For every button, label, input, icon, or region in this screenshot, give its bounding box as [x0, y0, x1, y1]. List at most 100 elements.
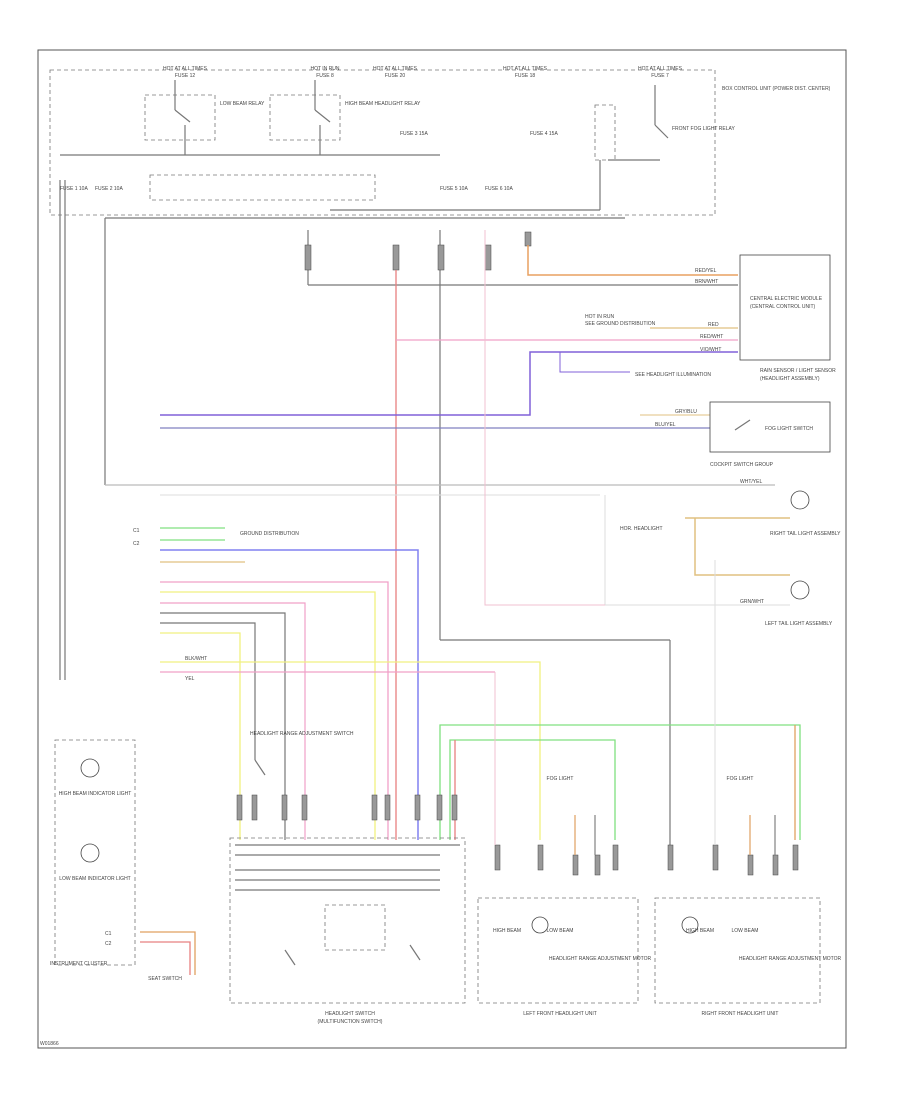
central-module-sub: (CENTRAL CONTROL UNIT) — [750, 304, 816, 310]
headlight-range-switch: HEADLIGHT RANGE ADJUSTMENT SWITCH — [250, 731, 354, 776]
fuse-1: FUSE 1 10A — [60, 186, 88, 192]
left-leveling: HEADLIGHT RANGE ADJUSTMENT MOTOR — [549, 956, 652, 962]
connector-b-label: C2 — [133, 541, 140, 547]
fuse-label-4: HOT AT ALL TIMES — [503, 66, 548, 72]
seat-conn-a: C1 — [105, 931, 112, 937]
fuse-box-label: BOX CONTROL UNIT (POWER DIST. CENTER) — [722, 86, 831, 92]
wire-gray-tail-l — [604, 495, 790, 606]
fuse-label-3: HOT AT ALL TIMES — [373, 66, 418, 72]
rain-sensor: RAIN SENSOR / LIGHT SENSOR (HEADLIGHT AS… — [635, 368, 836, 382]
wire-pink-2 — [160, 602, 306, 840]
central-module-label: CENTRAL ELECTRIC MODULE — [750, 296, 823, 302]
see-ground-label: SEE GROUND DISTRIBUTION — [585, 321, 656, 327]
instrument-cluster: HIGH BEAM INDICATOR LIGHT LOW BEAM INDIC… — [50, 739, 136, 967]
fuse-box-connectors — [304, 231, 532, 271]
low-beam-ind-label: LOW BEAM INDICATOR LIGHT — [59, 876, 131, 882]
fuse-labels: FUSE 1 10A FUSE 2 10A FUSE 3 15A FUSE 4 … — [60, 131, 558, 192]
right-headlight-label: RIGHT FRONT HEADLIGHT UNIT — [702, 1011, 779, 1017]
hot-in-run-label: HOT IN RUN — [585, 314, 614, 320]
fog-light-switch: FOG LIGHT SWITCH COCKPIT SWITCH GROUP — [709, 401, 831, 468]
wire-label-wht-yel: WHT/YEL — [740, 479, 762, 485]
fuse-id-2: FUSE 8 — [316, 73, 334, 79]
fog-switch-label: FOG LIGHT SWITCH — [765, 426, 813, 432]
left-headlight-label: LEFT FRONT HEADLIGHT UNIT — [523, 1011, 597, 1017]
wire-label-red-wht: RED/WHT — [700, 334, 723, 340]
headlight-switch: HEADLIGHT SWITCH (MULTIFUNCTION SWITCH) — [229, 837, 466, 1025]
relay-1-label: LOW BEAM RELAY — [220, 101, 265, 107]
cockpit-label: COCKPIT SWITCH GROUP — [710, 462, 774, 468]
right-low-beam: LOW BEAM — [732, 928, 759, 934]
hor-headlight-label: HOR. HEADLIGHT — [620, 526, 663, 532]
wire-yellow-2 — [160, 632, 241, 840]
left-fog: FOG LIGHT — [547, 776, 574, 782]
high-beam-relay: HIGH BEAM HEADLIGHT RELAY — [269, 80, 421, 155]
fuse-label-2: HOT IN RUN — [310, 66, 339, 72]
see-headlight-label: SEE HEADLIGHT ILLUMINATION — [635, 372, 711, 378]
wire-blue — [160, 549, 419, 840]
fuse-3: FUSE 3 15A — [400, 131, 428, 137]
fuse-label-1: HOT AT ALL TIMES — [163, 66, 208, 72]
wire-gray-down-2 — [160, 622, 256, 760]
relay-3-label: FRONT FOG LIGHT RELAY — [672, 126, 735, 132]
fuse-label-5: HOT AT ALL TIMES — [638, 66, 683, 72]
ground-dist-label: GROUND DISTRIBUTION — [240, 531, 299, 537]
left-high-beam: HIGH BEAM — [493, 928, 521, 934]
right-tail-light: RIGHT TAIL LIGHT ASSEMBLY — [770, 490, 841, 537]
fog-light-relay: FRONT FOG LIGHT RELAY — [594, 85, 735, 161]
left-tail-light: LEFT TAIL LIGHT ASSEMBLY — [765, 580, 833, 627]
right-leveling: HEADLIGHT RANGE ADJUSTMENT MOTOR — [739, 956, 842, 962]
footer-code: W01866 — [40, 1041, 59, 1047]
fuse-id-1: FUSE 12 — [175, 73, 196, 79]
fuse-id-3: FUSE 20 — [385, 73, 406, 79]
left-low-beam: LOW BEAM — [547, 928, 574, 934]
seat-switch-label: SEAT SWITCH — [148, 976, 182, 982]
tail-light-r-label: RIGHT TAIL LIGHT ASSEMBLY — [770, 531, 841, 537]
wire-violet-branch — [559, 352, 630, 373]
wire-violet — [160, 351, 738, 416]
left-headlight-unit: HIGH BEAM LOW BEAM HEADLIGHT RANGE ADJUS… — [477, 776, 652, 1017]
wire-label-blu-yel: BLU/YEL — [655, 422, 676, 428]
wire-label-red-yel: RED/YEL — [695, 268, 717, 274]
wire-label-vio-wht: VIO/WHT — [700, 347, 721, 353]
fuse-2: FUSE 2 10A — [95, 186, 123, 192]
wire-pink-down — [160, 581, 389, 840]
wire-yellow-down — [160, 591, 376, 840]
low-beam-relay: LOW BEAM RELAY — [144, 80, 265, 155]
wire-orange — [527, 245, 738, 276]
wire-label-blk-wht: BLK/WHT — [185, 656, 207, 662]
wire-pink-faded — [484, 230, 605, 606]
fuse-box-outline — [49, 69, 716, 216]
top-fuse-labels: HOT AT ALL TIMES HOT IN RUN HOT AT ALL T… — [163, 66, 683, 79]
central-electric-module: CENTRAL ELECTRIC MODULE (CENTRAL CONTROL… — [739, 254, 831, 361]
fuse-6: FUSE 6 10A — [485, 186, 513, 192]
seat-switch: C1 C2 SEAT SWITCH — [105, 931, 196, 982]
dimmer-label: HEADLIGHT SWITCH — [325, 1011, 375, 1017]
connector-row — [236, 794, 799, 876]
wire-yellow-horiz — [160, 661, 541, 840]
wire-gray-down — [160, 612, 286, 840]
wire-label-brn-wht: BRN/WHT — [695, 279, 718, 285]
wire-green — [439, 724, 801, 840]
fuse-5: FUSE 5 10A — [440, 186, 468, 192]
rain-sensor-sub: (HEADLIGHT ASSEMBLY) — [760, 376, 820, 382]
right-high-beam: HIGH BEAM — [686, 928, 714, 934]
fuse-id-5: FUSE 7 — [651, 73, 669, 79]
diagram-frame — [37, 49, 847, 1049]
fuse-4: FUSE 4 15A — [530, 131, 558, 137]
wire-green-2 — [449, 739, 616, 840]
relay-2-label: HIGH BEAM HEADLIGHT RELAY — [345, 101, 421, 107]
wire-label-red: RED — [708, 322, 719, 328]
wire-label-yel: YEL — [185, 676, 195, 682]
wire-label-grn-wht: GRN/WHT — [740, 599, 764, 605]
wire-label-gry-blu: GRY/BLU — [675, 409, 697, 415]
wire-tan-tail-l — [694, 518, 790, 576]
seat-conn-b: C2 — [105, 941, 112, 947]
fuse-id-4: FUSE 18 — [515, 73, 536, 79]
connector-a-label: C1 — [133, 528, 140, 534]
rain-sensor-label: RAIN SENSOR / LIGHT SENSOR — [760, 368, 836, 374]
tail-light-l-label: LEFT TAIL LIGHT ASSEMBLY — [765, 621, 833, 627]
high-beam-ind-label: HIGH BEAM INDICATOR LIGHT — [59, 791, 132, 797]
right-headlight-unit: HIGH BEAM LOW BEAM HEADLIGHT RANGE ADJUS… — [654, 776, 842, 1017]
dimmer-sub: (MULTIFUNCTION SWITCH) — [318, 1019, 383, 1025]
